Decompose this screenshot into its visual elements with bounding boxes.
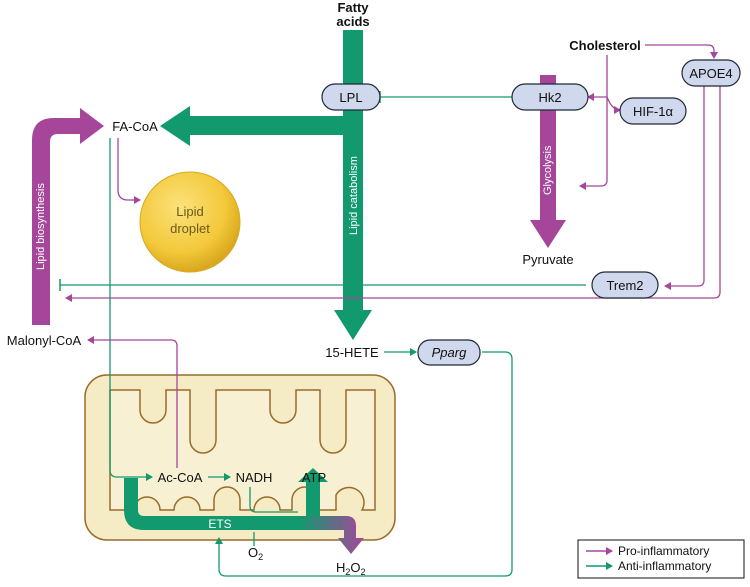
apoe4-label: APOE4 [689, 66, 732, 81]
legend: Pro-inflammatory Anti-inflammatory [577, 539, 745, 579]
cholesterol-to-hif1a [606, 96, 621, 114]
nadh-to-ets [249, 487, 298, 513]
cholesterol-to-apoe4 [645, 44, 718, 59]
hk2-node: Hk2 [511, 83, 589, 111]
pparg-label: Pparg [432, 345, 467, 360]
glycolysis-label: Glycolysis [542, 145, 554, 195]
h2o2-label: H2O2 [336, 560, 366, 577]
hk2-label: Hk2 [538, 90, 561, 105]
ets-to-h2o2-arrow [300, 516, 364, 554]
hif1a-node: HIF-1α [619, 97, 687, 125]
lipid-biosynthesis-label: Lipid biosynthesis [35, 183, 47, 270]
ac-coa-label: Ac-CoA [158, 470, 203, 485]
pyruvate-label: Pyruvate [522, 252, 573, 267]
pparg-to-ets [215, 351, 513, 577]
ets-label: ETS [208, 517, 231, 531]
accoa-to-malonyl [87, 336, 178, 468]
catabolism-to-facoa-arrow [160, 100, 363, 146]
nadh-label: NADH [236, 470, 273, 485]
pparg-node: Pparg [417, 339, 481, 366]
facoa-to-accoa [109, 138, 153, 481]
trem2-node: Trem2 [591, 271, 659, 299]
legend-pro-label: Pro-inflammatory [618, 544, 709, 558]
fatty-acids-line1: Fatty [337, 0, 369, 15]
lipid-catabolism-label: Lipid catabolism [348, 156, 360, 235]
lpl-node: LPL [321, 83, 381, 111]
apoe4-node: APOE4 [681, 59, 741, 87]
trem2-label: Trem2 [606, 278, 643, 293]
lipid-droplet-line2: droplet [170, 221, 210, 236]
fatty-acids-line2: acids [336, 14, 369, 29]
lipid-droplet: Lipid droplet [139, 171, 241, 273]
hif1a-label: HIF-1α [633, 104, 674, 119]
fa-coa-label: FA-CoA [112, 119, 158, 134]
cholesterol-label: Cholesterol [569, 38, 641, 53]
malonyl-coa-label: Malonyl-CoA [7, 333, 82, 348]
legend-anti-label: Anti-inflammatory [618, 559, 711, 573]
15-hete-label: 15-HETE [325, 345, 379, 360]
o2-label: O2 [248, 545, 263, 562]
lipid-droplet-line1: Lipid [176, 204, 203, 219]
atp-label: ATP [302, 470, 326, 485]
lipid-biosynthesis-arrow [32, 108, 104, 325]
apoe4-to-trem2 [664, 85, 705, 290]
glycolysis-arrow [530, 75, 566, 248]
facoa-to-droplet [117, 138, 141, 204]
cholesterol-down-line [579, 55, 608, 190]
apoe4-to-biosynthesis [65, 85, 721, 302]
lpl-label: LPL [339, 90, 362, 105]
